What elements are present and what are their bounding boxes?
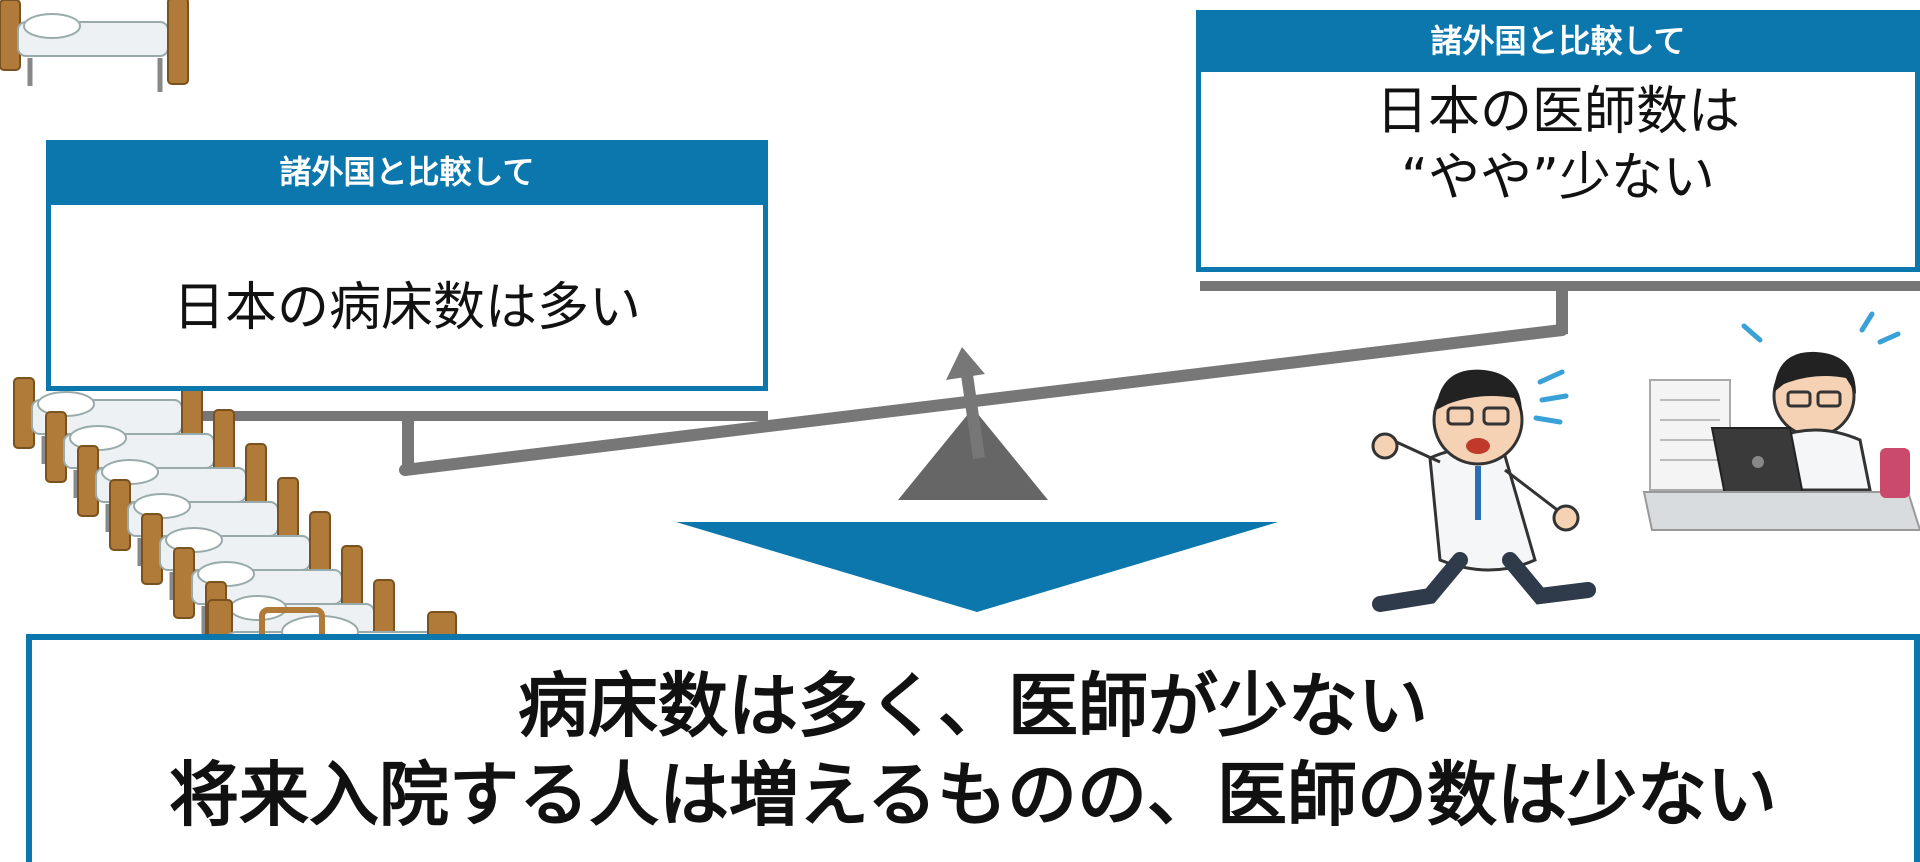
bed-box-text: 日本の病床数は多い xyxy=(46,205,768,391)
doctor-box-body: 日本の医師数は “やや”少ない xyxy=(1196,72,1920,272)
balance-scale-icon xyxy=(140,281,1920,500)
conclusion-line2: 将来入院する人は増えるものの、医師の数は少ない xyxy=(169,754,1777,836)
down-arrow-icon xyxy=(676,522,1278,612)
bed-box-header: 諸外国と比較して xyxy=(46,140,768,205)
doctor-box-line2: “やや”少ない xyxy=(1401,148,1715,208)
bed-count-box: 諸外国と比較して 日本の病床数は多い xyxy=(46,140,768,391)
running-doctor-icon xyxy=(1371,369,1596,612)
doctor-box-header: 諸外国と比較して xyxy=(1196,10,1920,72)
doctor-at-laptop-icon xyxy=(1642,311,1920,531)
doctor-count-box: 諸外国と比較して 日本の医師数は “やや”少ない xyxy=(1196,10,1920,272)
doctor-box-line1: 日本の医師数は xyxy=(1375,82,1740,142)
conclusion-line1: 病床数は多く、医師が少ない xyxy=(518,665,1428,747)
conclusion-box: 病床数は多く、医師が少ない 将来入院する人は増えるものの、医師の数は少ない xyxy=(26,634,1920,862)
